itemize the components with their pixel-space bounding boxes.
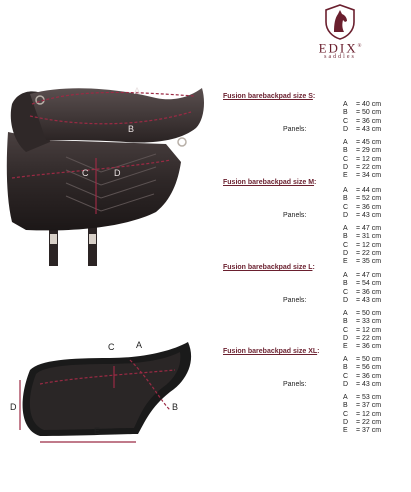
main-measurements: A= 50 cm B= 56 cm C= 36 cm Panels:D= 43 … [223,356,409,389]
size-m-section: Fusion barebackpad size M: A= 44 cm B= 5… [223,179,409,267]
measure-row: C= 12 cm [343,241,382,249]
measure-row: A= 50 cm [343,356,382,363]
main-measurements: A= 40 cm B= 50 cm C= 36 cm Panels:D= 43 … [223,101,409,134]
pad-label-e: E [94,426,100,436]
saddle-label-d: D [114,168,121,178]
panels-label: Panels: [283,125,307,133]
measure-row: E= 37 cm [343,427,382,435]
measure-row: D= 22 cm [343,250,382,258]
measure-row: B= 52 cm [343,195,382,203]
measure-row: D= 22 cm [343,164,382,172]
measure-row: B= 37 cm [343,402,382,410]
size-title: Fusion barebackpad size L: [223,264,315,271]
saddle-label-c: C [82,168,89,178]
pad-label-a: A [136,340,142,350]
main-measurements: A= 44 cm B= 52 cm C= 36 cm Panels:D= 43 … [223,187,409,220]
measure-row: C= 36 cm [343,372,382,380]
measure-row: B= 50 cm [343,109,382,117]
panel-measurements: A= 45 cm B= 29 cm C= 12 cm D= 22 cm E= 3… [223,139,409,180]
measure-row: B= 56 cm [343,364,382,372]
saddle-label-b: B [128,124,134,134]
panels-label: Panels: [283,211,307,219]
panel-measurements: A= 53 cm B= 37 cm C= 12 cm D= 22 cm E= 3… [223,394,409,435]
size-s-section: Fusion barebackpad size S: A= 40 cm B= 5… [223,93,409,181]
measure-row: Panels:D= 43 cm [283,296,382,304]
measure-row: Panels:D= 43 cm [283,380,382,388]
pad-label-b: B [172,402,178,412]
measure-row: C= 12 cm [343,410,382,418]
barebackpad-side-image: A B C D [6,86,204,266]
size-title: Fusion barebackpad size M: [223,179,317,186]
panels-label: Panels: [283,296,307,304]
pad-label-d: D [10,402,17,412]
size-xl-section: Fusion barebackpad size XL: A= 50 cm B= … [223,348,409,436]
panel-underside-image: C A D B E [10,340,192,443]
measure-row: A= 50 cm [343,310,382,318]
measure-row: E= 36 cm [343,343,382,351]
panels-label: Panels: [283,380,307,388]
measure-row: B= 31 cm [343,233,382,241]
size-l-section: Fusion barebackpad size L: A= 47 cm B= 5… [223,264,409,352]
measure-row: D= 22 cm [343,335,382,343]
main-measurements: A= 47 cm B= 54 cm C= 36 cm Panels:D= 43 … [223,272,409,305]
panel-measurements: A= 47 cm B= 31 cm C= 12 cm D= 22 cm E= 3… [223,225,409,266]
horse-shield-icon [325,4,355,40]
brand-name: EDIX® [318,40,362,56]
measure-row: C= 36 cm [343,288,382,296]
measure-row: E= 34 cm [343,172,382,180]
saddle-label-a: A [134,86,140,96]
measure-row: Panels:D= 43 cm [283,211,382,219]
size-title: Fusion barebackpad size XL: [223,348,320,355]
size-title: Fusion barebackpad size S: [223,93,316,100]
measure-row: A= 47 cm [343,272,382,279]
pad-label-c: C [108,342,115,352]
measure-row: A= 44 cm [343,187,382,194]
measure-row: B= 33 cm [343,318,382,326]
measure-row: C= 12 cm [343,155,382,163]
edix-logo: EDIX® saddles [300,4,380,66]
measure-row: D= 22 cm [343,419,382,427]
measure-row: Panels:D= 43 cm [283,125,382,133]
measure-row: C= 36 cm [343,203,382,211]
measure-row: A= 40 cm [343,101,382,108]
panel-measurements: A= 50 cm B= 33 cm C= 12 cm D= 22 cm E= 3… [223,310,409,351]
measure-row: B= 29 cm [343,147,382,155]
measure-row: A= 45 cm [343,139,382,147]
measure-row: A= 47 cm [343,225,382,233]
measure-row: B= 54 cm [343,280,382,288]
measure-row: C= 12 cm [343,326,382,334]
measure-row: E= 35 cm [343,258,382,266]
measure-row: A= 53 cm [343,394,382,402]
brand-tagline: saddles [324,54,356,61]
measure-row: C= 36 cm [343,117,382,125]
